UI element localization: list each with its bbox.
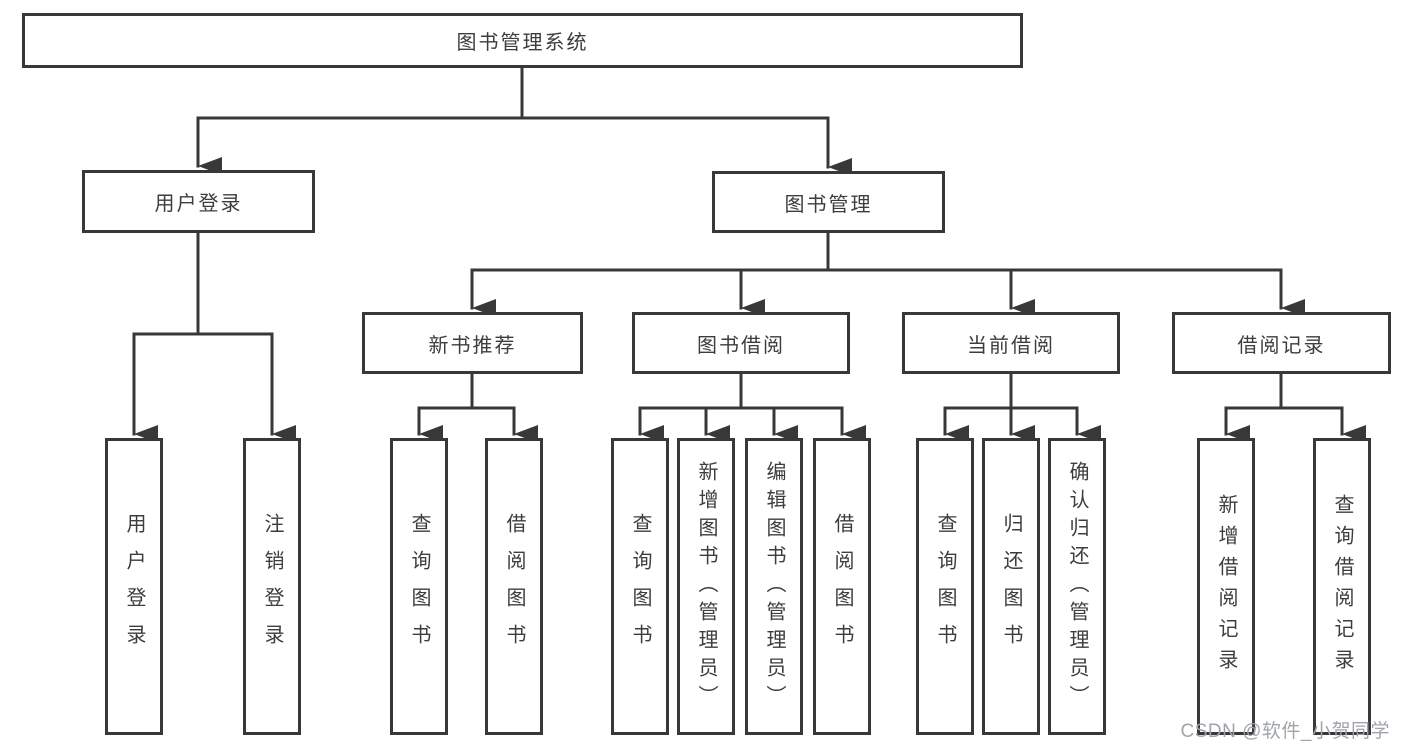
node-library-management-system: 图书管理系统 [22, 13, 1023, 68]
node-label: 图书管理 [784, 193, 873, 216]
leaf-bb-edit-books-admin: 编辑图书（管理员） [745, 438, 803, 735]
node-new-book-recommend: 新书推荐 [362, 312, 583, 374]
node-label: 用户登录 [123, 512, 145, 661]
node-label: 借阅记录 [1237, 334, 1326, 357]
node-label: 查询图书 [408, 512, 430, 661]
watermark-text: CSDN @软件_小贺同学 [1180, 721, 1390, 742]
leaf-br-query-borrow-record: 查询借阅记录 [1313, 438, 1371, 735]
node-label: 新书推荐 [428, 334, 517, 357]
leaf-bb-borrow-books: 借阅图书 [813, 438, 871, 735]
node-label: 注销登录 [261, 512, 283, 661]
node-label: 查询借阅记录 [1331, 493, 1353, 680]
node-label: 图书管理系统 [456, 32, 589, 54]
node-label: 归还图书 [1000, 512, 1022, 661]
node-label: 图书借阅 [697, 334, 785, 357]
node-label: 新增图书（管理员） [695, 460, 717, 713]
node-label: 当前借阅 [967, 334, 1055, 357]
node-label: 借阅图书 [503, 512, 525, 661]
leaf-cb-query-books: 查询图书 [916, 438, 974, 735]
node-borrowing-records: 借阅记录 [1172, 312, 1391, 374]
leaf-user-login: 用户登录 [105, 438, 163, 735]
node-label: 查询图书 [934, 512, 956, 661]
leaf-cb-return-books: 归还图书 [982, 438, 1040, 735]
node-label: 用户登录 [154, 193, 243, 215]
node-current-borrowing: 当前借阅 [902, 312, 1120, 374]
node-label: 借阅图书 [831, 512, 853, 661]
node-label: 确认归还（管理员） [1066, 460, 1088, 713]
node-label: 查询图书 [629, 512, 651, 661]
leaf-logout: 注销登录 [243, 438, 301, 735]
leaf-nb-borrow-books: 借阅图书 [485, 438, 543, 735]
node-label: 新增借阅记录 [1215, 493, 1237, 680]
leaf-bb-query-books: 查询图书 [611, 438, 669, 735]
leaf-br-add-borrow-record: 新增借阅记录 [1197, 438, 1255, 735]
node-book-management: 图书管理 [712, 171, 945, 233]
node-book-borrowing: 图书借阅 [632, 312, 850, 374]
leaf-nb-query-books: 查询图书 [390, 438, 448, 735]
node-label: 编辑图书（管理员） [763, 460, 785, 713]
leaf-bb-add-books-admin: 新增图书（管理员） [677, 438, 735, 735]
node-user-login: 用户登录 [82, 170, 315, 233]
leaf-cb-confirm-return-admin: 确认归还（管理员） [1048, 438, 1106, 735]
